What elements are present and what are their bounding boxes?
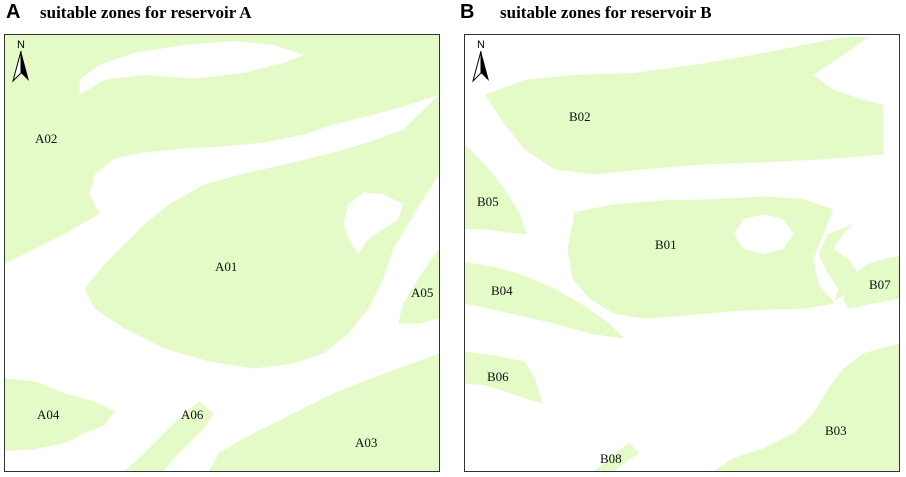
zone-a04	[5, 378, 115, 452]
map-b-zones	[465, 36, 899, 471]
zone-b05	[465, 144, 527, 235]
label-b05: B05	[477, 194, 499, 209]
north-label-a: N	[17, 39, 25, 51]
label-b07: B07	[869, 277, 891, 292]
label-a04: A04	[37, 407, 60, 422]
north-arrow-a: N	[11, 39, 31, 83]
zone-b04	[465, 261, 625, 339]
label-b02: B02	[569, 109, 591, 124]
zone-b08	[594, 443, 640, 471]
panel-b-letter: B	[460, 1, 475, 23]
zone-a01	[84, 94, 439, 369]
zone-a03	[209, 353, 439, 471]
label-b03: B03	[825, 423, 847, 438]
label-a06: A06	[181, 407, 204, 422]
north-label-b: N	[477, 39, 485, 51]
zone-a02	[5, 35, 439, 264]
zone-a06	[124, 401, 215, 471]
label-a02: A02	[35, 131, 58, 146]
map-b: N B02 B05 B01 B04 B07 B06 B03 B08	[464, 34, 900, 472]
north-arrow-icon	[12, 51, 29, 83]
map-a-zones	[5, 35, 439, 471]
panel-b-title: suitable zones for reservoir B	[500, 3, 712, 22]
zone-b02	[484, 36, 884, 175]
panel-a-title: suitable zones for reservoir A	[40, 3, 252, 22]
label-a03: A03	[355, 435, 378, 450]
north-arrow-b: N	[471, 39, 491, 83]
label-b04: B04	[491, 283, 513, 298]
label-a01: A01	[215, 259, 238, 274]
zone-a05	[398, 249, 439, 324]
label-b08: B08	[600, 451, 622, 466]
label-b01: B01	[655, 237, 677, 252]
label-a05: A05	[411, 285, 434, 300]
map-a: N A02 A01 A05 A04 A06 A03	[4, 34, 440, 472]
north-arrow-icon	[472, 51, 489, 83]
label-b06: B06	[487, 369, 509, 384]
zone-b01	[567, 196, 859, 319]
zone-b07	[843, 255, 899, 309]
zone-b06	[465, 351, 543, 404]
zone-b03	[713, 343, 899, 471]
panel-a-letter: A	[6, 1, 21, 23]
